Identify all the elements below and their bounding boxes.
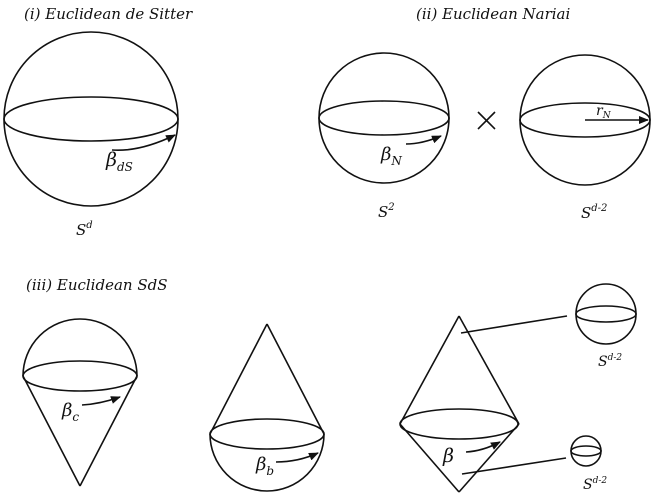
small-sphere-bottom [570,435,602,467]
cone-left-edge [22,375,81,487]
title-euclidean-de-sitter: (i) Euclidean de Sitter [24,5,193,23]
small-sphere-top-outline [575,283,637,345]
double-cone-shape: β [399,315,520,493]
beta-c-arrow [81,396,121,406]
nariai-s2-equator [318,100,450,136]
upper-hemisphere [22,318,138,377]
beta-c-label: βc [61,400,79,424]
connector-top [460,315,568,334]
lower-hemisphere [209,433,325,492]
bh-cone-left-edge [209,323,268,435]
nariai-s2-label: S2 [378,202,395,221]
cosmological-horizon-shape: βc [22,318,138,487]
beta-b-label: βb [255,454,274,478]
dc-equator [399,408,519,440]
product-symbol [477,111,496,130]
dc-upper-right-edge [458,315,520,425]
small-sphere-top-label: Sd-2 [598,353,622,370]
cosmological-equator [22,360,138,392]
title-euclidean-nariai: (ii) Euclidean Nariai [416,5,571,23]
de-sitter-sphere-outline [3,31,179,207]
nariai-sd2-sphere: rN [519,54,651,186]
black-hole-horizon-shape: βb [209,323,325,492]
nariai-sd2-label: Sd-2 [581,203,607,222]
bh-equator [209,418,325,450]
small-sphere-bottom-outline [570,435,602,467]
de-sitter-sphere: βdS [3,31,179,207]
small-sphere-top [575,283,637,345]
title-euclidean-sds: (iii) Euclidean SdS [26,276,167,294]
connector-bottom [461,457,567,475]
small-sphere-top-equator [575,305,637,323]
dc-lower-left-edge [399,423,460,493]
nariai-sd2-equator [519,102,651,138]
nariai-s2-sphere: βN [318,52,450,184]
beta-ds-label: βdS [105,149,133,174]
dc-lower-right-edge [458,423,520,493]
beta-label: β [442,445,454,467]
cone-right-edge [79,375,138,487]
small-sphere-bottom-label: Sd-2 [583,476,607,493]
beta-arrow [465,441,501,453]
beta-n-label: βN [380,144,402,168]
beta-b-arrow [275,452,319,463]
de-sitter-equator [3,96,179,142]
nariai-beta-arrow [405,135,442,145]
small-sphere-bottom-equator [570,445,602,457]
bh-cone-right-edge [266,323,325,435]
de-sitter-space-label: Sd [76,220,93,239]
r-n-label: rN [596,103,612,121]
de-sitter-beta-arrow [111,134,176,152]
dc-upper-left-edge [399,315,460,425]
